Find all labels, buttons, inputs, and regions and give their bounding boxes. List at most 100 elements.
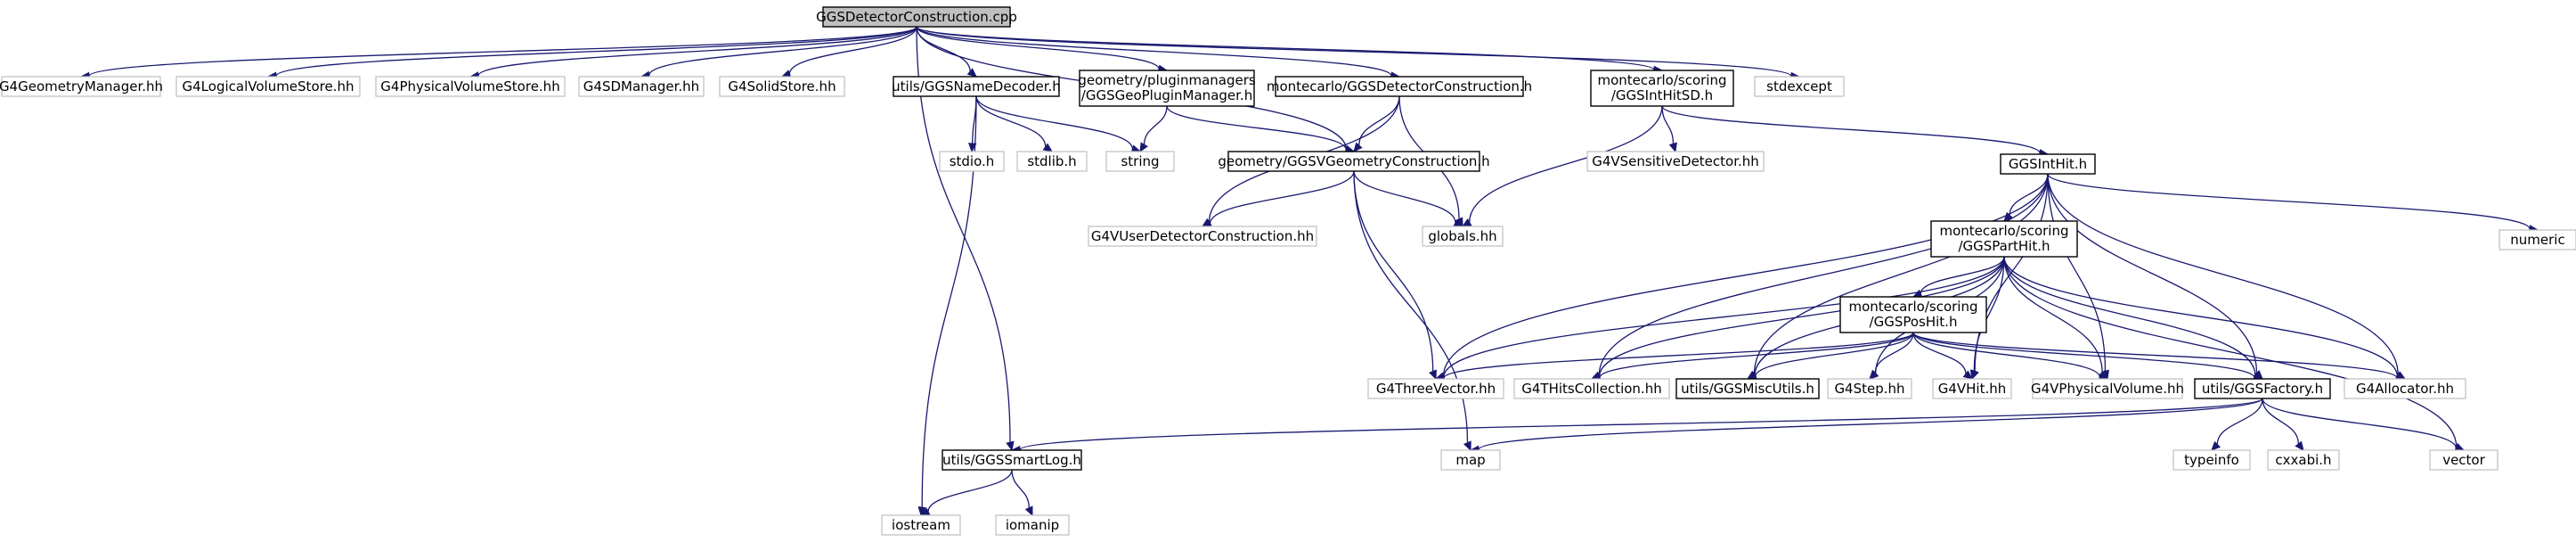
node-label: GGSDetectorConstruction.cpp [816,9,1017,25]
node-stdlib[interactable]: stdlib.h [1016,151,1088,172]
edge-ggsvgeometryconstruction-to-globals [1353,170,1464,227]
node-box [375,76,566,97]
node-box [881,514,961,536]
node-ggsmiscutils[interactable]: utils/GGSMiscUtils.h [1675,378,1820,399]
node-label: iostream [892,517,950,533]
node-stdexcept[interactable]: stdexcept [1754,76,1845,97]
node-label: G4Step.hh [1834,381,1904,397]
node-g4geometrymanager[interactable]: G4GeometryManager.hh [0,76,163,97]
node-label: vector [2442,452,2485,468]
node-box [1016,151,1088,172]
node-ggsnamedecoder[interactable]: utils/GGSNameDecoder.h [892,76,1061,97]
node-box [1839,296,1987,333]
node-box [1590,70,1734,107]
edge-ggsinthitsd-to-g4sensitivedetector [1661,105,1677,153]
node-iomanip[interactable]: iomanip [995,514,1070,536]
edge-ggsposhit-to-g4vphysicalvolume [1912,332,2109,382]
node-box [1275,76,1524,97]
node-ggsvgeometryconstruction[interactable]: geometry/GGSVGeometryConstruction.h [1218,151,1490,172]
edge-ggsfactory-to-vector [2262,398,2466,453]
node-label: G4GeometryManager.hh [0,78,163,94]
node-label: /GGSIntHitSD.h [1611,87,1713,103]
node-g4sdmanager[interactable]: G4SDManager.hh [578,76,705,97]
edge-ggsgeopluginmanager-to-string [1139,105,1168,153]
node-box [1088,226,1317,247]
node-g4threevector[interactable]: G4ThreeVector.hh [1367,378,1504,399]
node-label: utils/GGSMiscUtils.h [1681,381,1814,397]
node-box [1440,449,1501,471]
node-label: montecarlo/GGSDetectorConstruction.h [1267,78,1532,94]
node-vector[interactable]: vector [2429,449,2499,471]
edge-ggsfactory-to-cxxabi [2262,398,2304,451]
node-label: utils/GGSNameDecoder.h [892,78,1061,94]
node-stdio[interactable]: stdio.h [939,151,1005,172]
node-ggsgeopluginmanager[interactable]: geometry/pluginmanagers/GGSGeoPluginMana… [1078,70,1256,107]
node-ggsdetectorconstruction-h[interactable]: montecarlo/GGSDetectorConstruction.h [1267,76,1532,97]
edge-ggsinthitsd-to-globals [1461,105,1663,227]
graph-edges [79,26,2539,517]
node-ggsfactory[interactable]: utils/GGSFactory.h [2194,378,2331,399]
node-box [1932,378,2012,399]
node-label: utils/GGSSmartLog.h [942,452,1081,468]
edge-root-to-g4solidstore [780,26,917,78]
edge-ggsparthit-to-g4allocator [2003,256,2407,381]
node-ggsinthit[interactable]: GGSIntHit.h [2000,153,2096,175]
node-g4thitscollection[interactable]: G4THitsCollection.hh [1513,378,1670,399]
node-g4allocator[interactable]: G4Allocator.hh [2344,378,2466,399]
node-box [1586,151,1765,172]
node-label: globals.hh [1428,228,1496,244]
node-label: string [1121,153,1159,169]
node-g4step[interactable]: G4Step.hh [1827,378,1912,399]
edge-ggsinthit-to-g4allocator [2047,173,2407,380]
node-box [2344,378,2466,399]
node-ggsposhit[interactable]: montecarlo/scoring/GGSPosHit.h [1839,296,1987,333]
node-ggssmartlog[interactable]: utils/GGSSmartLog.h [942,449,1082,471]
node-g4vphysicalvolume[interactable]: G4VPhysicalVolume.hh [2031,378,2184,399]
node-label: geometry/GGSVGeometryConstruction.h [1218,153,1489,169]
node-box [995,514,1070,536]
node-box [1367,378,1504,399]
node-ggsparthit[interactable]: montecarlo/scoring/GGSPartHit.h [1930,220,2078,258]
edge-ggsparthit-to-g4vhit [1969,256,2005,381]
edge-ggsinthitsd-to-ggsinthit [1661,105,2050,158]
node-label: G4VUserDetectorConstruction.hh [1091,228,1314,244]
edge-ggsnamedecoder-to-stdlib [975,95,1053,152]
node-cxxabi[interactable]: cxxabi.h [2267,449,2340,471]
node-ggsinthitsd[interactable]: montecarlo/scoring/GGSIntHitSD.h [1590,70,1734,107]
node-root[interactable]: GGSDetectorConstruction.cpp [816,6,1017,28]
node-box [2499,229,2576,250]
node-label: G4SDManager.hh [583,78,699,94]
node-label: /GGSPosHit.h [1870,314,1958,330]
edge-root-to-ggssmartlog [916,26,1015,452]
node-label: map [1455,452,1485,468]
node-string[interactable]: string [1105,151,1175,172]
node-g4sensitivedetector[interactable]: G4VSensitiveDetector.hh [1586,151,1765,172]
node-box [1675,378,1820,399]
node-g4physicalvolumestore[interactable]: G4PhysicalVolumeStore.hh [375,76,566,97]
node-globals[interactable]: globals.hh [1422,226,1504,247]
node-g4logicalvolumestore[interactable]: G4LogicalVolumeStore.hh [175,76,361,97]
node-label: montecarlo/scoring [1597,72,1726,88]
edge-ggssmartlog-to-iostream [919,469,1013,516]
edge-root-to-g4geometrymanager [79,26,917,81]
node-box [1,76,161,97]
node-g4vhit[interactable]: G4VHit.hh [1932,378,2012,399]
node-box [1105,151,1175,172]
node-label: numeric [2510,232,2564,248]
node-label: G4ThreeVector.hh [1376,381,1496,397]
node-g4vuserdetectorconstruction[interactable]: G4VUserDetectorConstruction.hh [1088,226,1317,247]
node-box [939,151,1005,172]
node-label: G4VHit.hh [1938,381,2007,397]
node-label: G4VPhysicalVolume.hh [2031,381,2184,397]
node-box [1422,226,1504,247]
node-box [2000,153,2096,175]
node-box [2172,449,2251,471]
edge-ggsvgeometryconstruction-to-g4threevector [1353,170,1437,381]
node-numeric[interactable]: numeric [2499,229,2576,250]
node-typeinfo[interactable]: typeinfo [2172,449,2251,471]
graph-nodes: GGSDetectorConstruction.cppG4GeometryMan… [0,6,2576,536]
node-map[interactable]: map [1440,449,1501,471]
node-g4solidstore[interactable]: G4SolidStore.hh [719,76,845,97]
node-box [1930,220,2078,258]
node-iostream[interactable]: iostream [881,514,961,536]
